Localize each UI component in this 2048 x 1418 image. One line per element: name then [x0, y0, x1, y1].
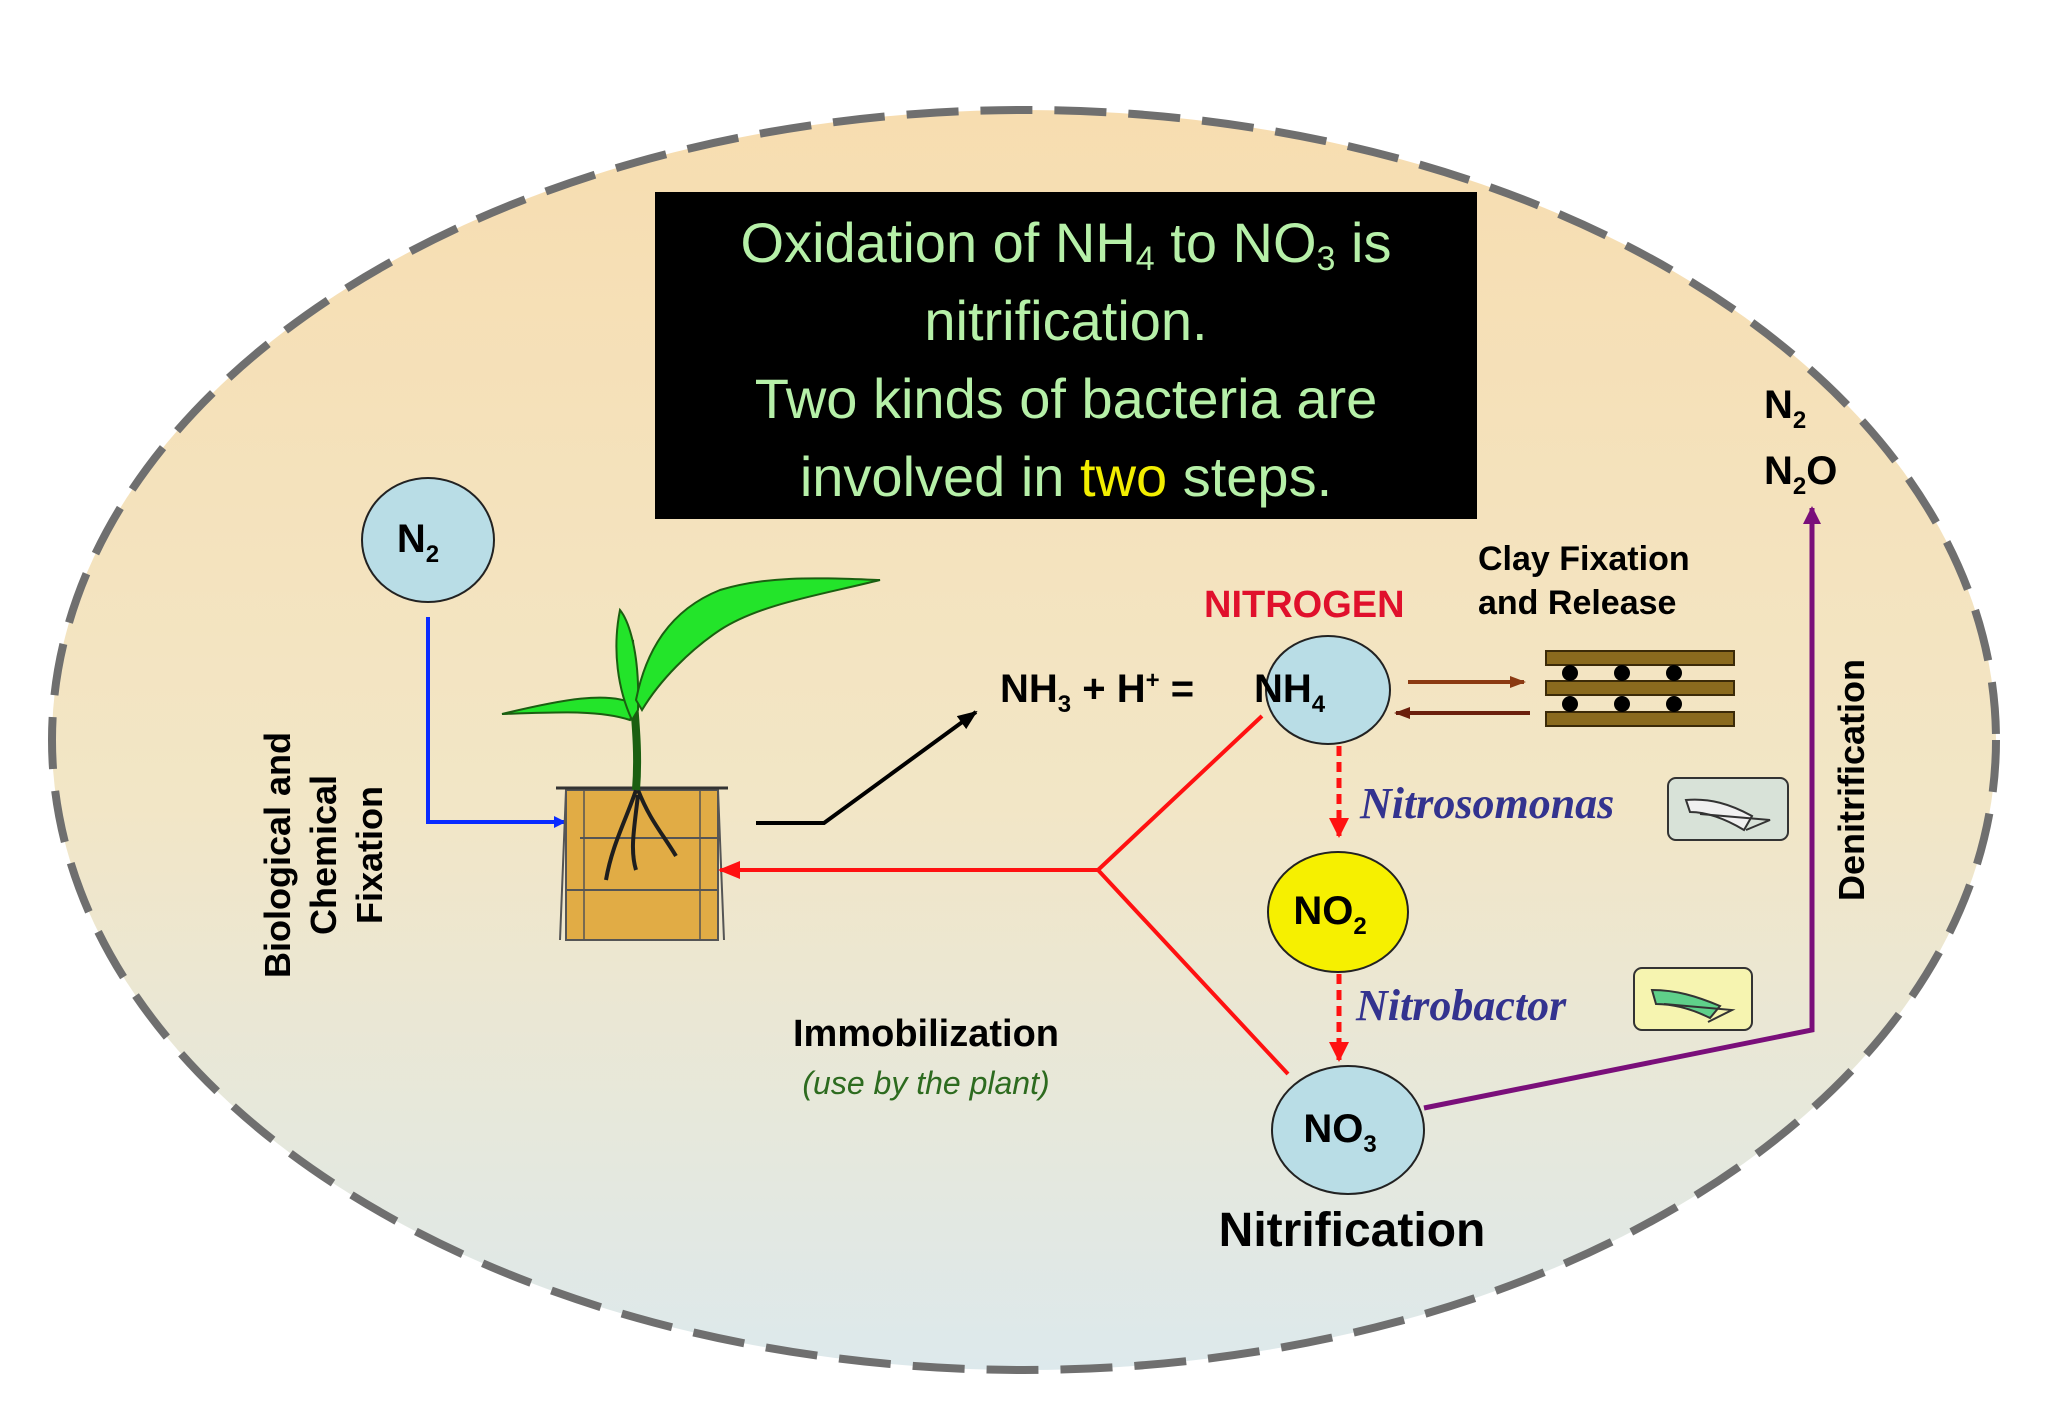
n2-gas-label: N2 [1764, 383, 1806, 434]
n2-node-sub: 2 [426, 541, 439, 568]
svg-text:NO2: NO2 [1293, 889, 1366, 940]
nitrification-callout: Oxidation of NH4 to NO3 is nitrification… [655, 192, 1477, 519]
fixation-arrow [426, 617, 566, 828]
callout-line1: Oxidation of NH4 to NO3 is [740, 211, 1392, 278]
no3-node-sub: 3 [1363, 1131, 1376, 1158]
callout-line2: nitrification. [924, 289, 1208, 352]
callout-line4: involved in two steps. [799, 445, 1333, 508]
no3-node: NO3 [1271, 1065, 1425, 1195]
nitrobactor-bacteria-icon [1633, 967, 1753, 1031]
callout-line3: Two kinds of bacteria are [754, 367, 1378, 430]
fixation-line1: Biological and [257, 732, 298, 978]
denitrification-arrow [1423, 506, 1821, 1111]
n2o-gas-label: N2O [1764, 449, 1837, 500]
svg-text:N2: N2 [397, 517, 439, 568]
ammonia-equation: NH3 + H+ = [1000, 667, 1194, 718]
immobilization-label: Immobilization [793, 1013, 1059, 1055]
nitrosomonas-bacteria-icon [1667, 777, 1789, 841]
clay-layers-icon [1545, 650, 1735, 727]
fixation-label: Biological and Chemical Fixation [257, 732, 390, 978]
mineralization-arrow [756, 710, 978, 825]
nh4-node-sub: 4 [1312, 691, 1326, 718]
no2-node: NO2 [1267, 851, 1409, 973]
nitrification-label: Nitrification [1219, 1204, 1486, 1257]
svg-text:NH4: NH4 [1254, 667, 1326, 718]
no2-node-main: NO [1293, 889, 1353, 933]
no3-node-main: NO [1303, 1107, 1363, 1151]
nh4-node-main: NH [1254, 667, 1312, 711]
nitrogen-label: NITROGEN [1204, 584, 1405, 626]
plant-icon [501, 577, 881, 941]
clay-label-line2: and Release [1478, 584, 1676, 622]
denitrification-label: Denitrification [1831, 659, 1872, 901]
svg-text:NO3: NO3 [1303, 1107, 1376, 1158]
no2-node-sub: 2 [1353, 913, 1366, 940]
fixation-line3: Fixation [349, 786, 390, 924]
immobilization-note: (use by the plant) [802, 1065, 1049, 1101]
callout-highlight: two [1080, 445, 1168, 508]
n2-node-main: N [397, 517, 426, 561]
nitrosomonas-label: Nitrosomonas [1359, 779, 1614, 828]
clay-label-line1: Clay Fixation [1478, 540, 1690, 578]
n2-node: N2 [361, 477, 495, 603]
nh4-node: NH4 [1254, 635, 1391, 745]
fixation-line2: Chemical [303, 775, 344, 935]
nitrobactor-label: Nitrobactor [1355, 981, 1567, 1030]
cycle-oval [48, 106, 2000, 1374]
